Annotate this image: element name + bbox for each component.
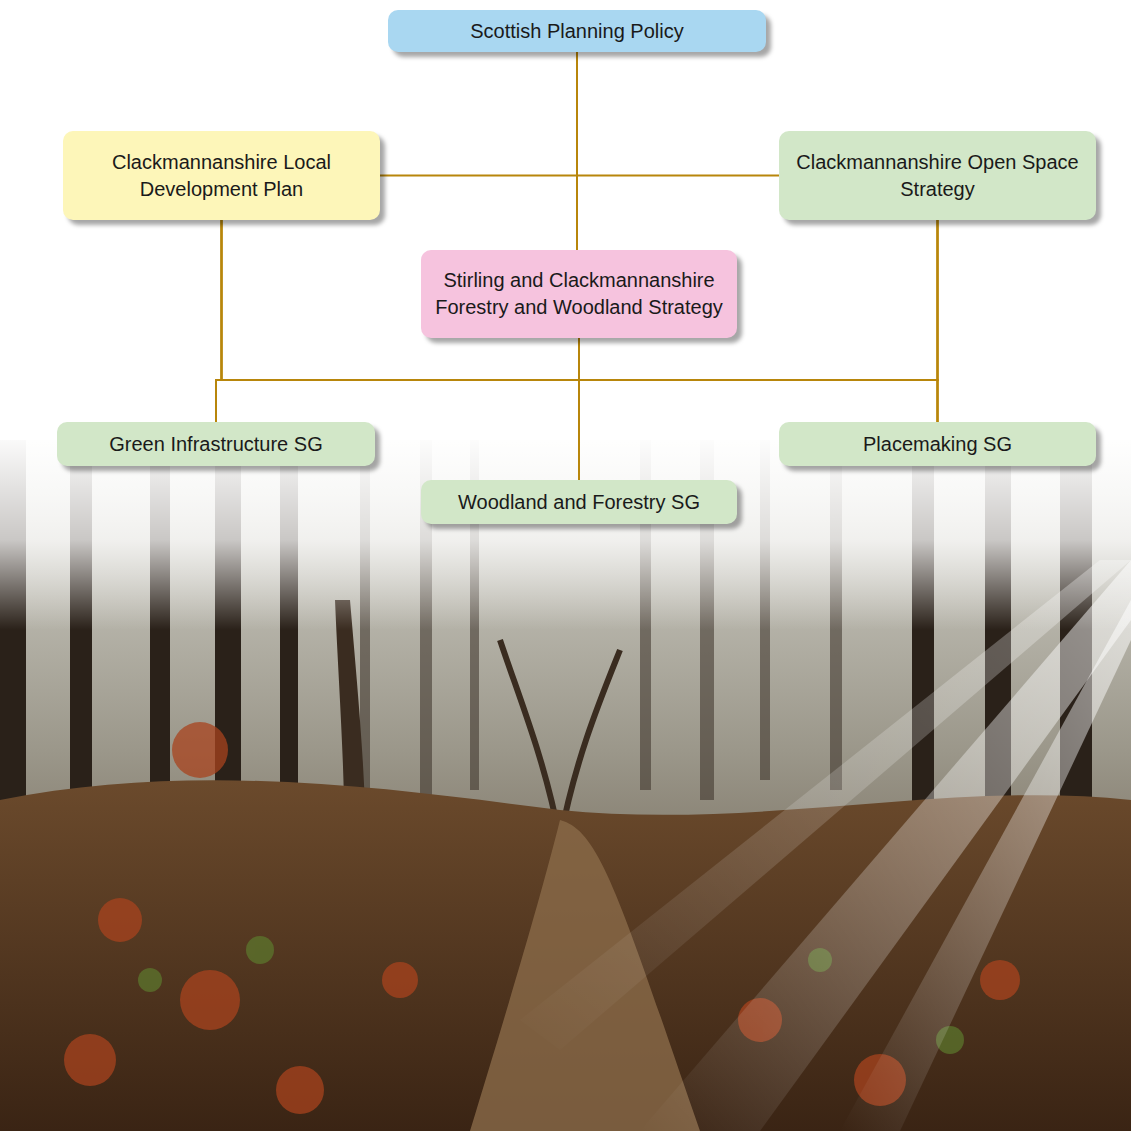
connector-line [579, 338, 938, 422]
policy-box: Scottish Planning Policy [388, 10, 766, 52]
strategy-box: Clackmannanshire Open Space Strategy [779, 131, 1096, 220]
box-label: Clackmannanshire Local Development Plan [77, 149, 366, 203]
box-label: Clackmannanshire Open Space Strategy [793, 149, 1082, 203]
box-label: Placemaking SG [863, 431, 1012, 458]
guidance-box: Woodland and Forestry SG [421, 480, 737, 524]
connector-line [578, 338, 580, 480]
box-label: Woodland and Forestry SG [458, 489, 700, 516]
connector-line [216, 338, 579, 422]
strategy-box: Stirling and Clackmannanshire Forestry a… [421, 250, 737, 338]
box-label: Scottish Planning Policy [470, 18, 683, 45]
guidance-box: Green Infrastructure SG [57, 422, 375, 466]
connector-line [380, 52, 577, 176]
box-label: Green Infrastructure SG [109, 431, 322, 458]
plan-box: Clackmannanshire Local Development Plan [63, 131, 380, 220]
guidance-box: Placemaking SG [779, 422, 1096, 466]
connector-line [216, 220, 938, 422]
box-label: Stirling and Clackmannanshire Forestry a… [435, 267, 723, 321]
connector-line [577, 52, 779, 176]
connector-line [576, 52, 578, 250]
